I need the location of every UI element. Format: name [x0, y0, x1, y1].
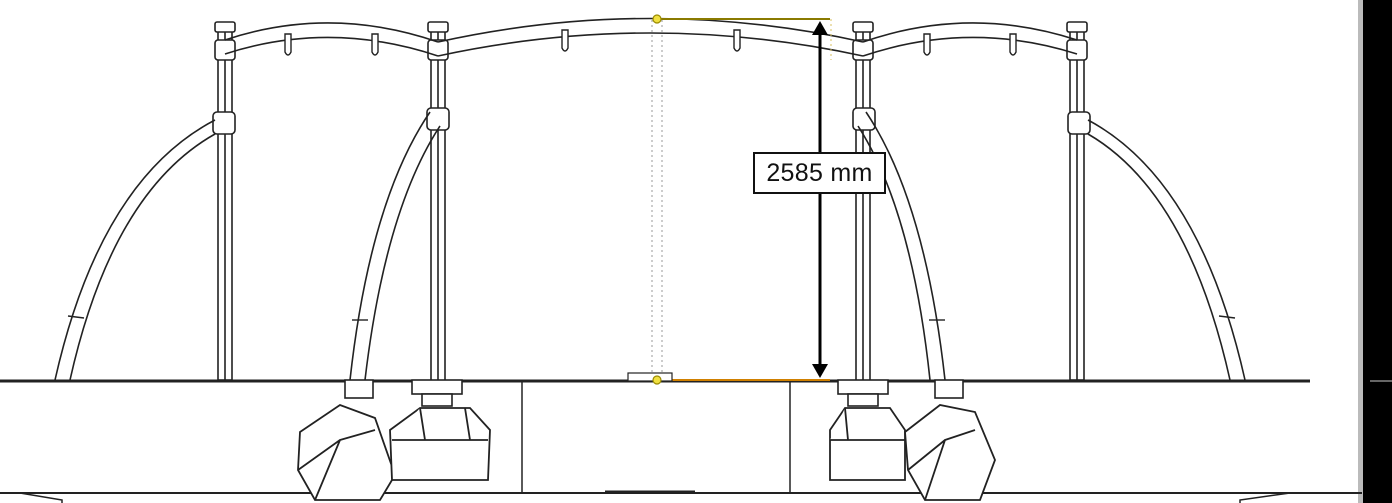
- viewport-right-border: [1362, 0, 1392, 503]
- beam-hangers: [284, 29, 1017, 56]
- guide-point-bottom: [652, 375, 662, 385]
- weight-2: [389, 407, 491, 481]
- guide-lines: [627, 18, 832, 382]
- ground-platform: [0, 379, 1392, 503]
- ballast-weights: [297, 403, 996, 501]
- dimension-label: 2585 mm: [753, 152, 886, 194]
- side-arches: [54, 111, 1246, 381]
- guide-point-top: [652, 14, 662, 24]
- viewport-right-shadow: [1358, 0, 1363, 503]
- arch-joints: [67, 315, 1236, 321]
- top-beams: [224, 17, 1078, 57]
- tent-poles: [212, 21, 1091, 383]
- pole-bases: [344, 379, 964, 407]
